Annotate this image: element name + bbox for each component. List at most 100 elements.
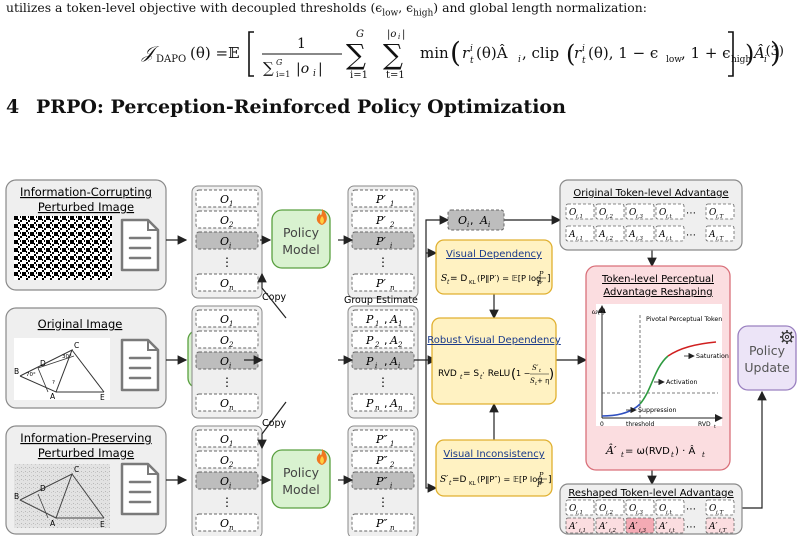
token-cell	[195, 273, 259, 292]
svg-text:threshold: threshold	[626, 421, 654, 428]
svg-text:i,T: i,T	[716, 236, 724, 242]
svg-text:A: A	[708, 230, 716, 240]
svg-text:i: i	[398, 33, 400, 41]
advantage-cell	[705, 225, 735, 242]
advantage-cell	[625, 517, 655, 534]
svg-text:,: ,	[384, 397, 388, 410]
svg-text:1: 1	[398, 320, 402, 328]
svg-text:P: P	[365, 334, 374, 347]
gear-icon	[780, 330, 794, 344]
svg-text:C: C	[74, 465, 79, 474]
distribution-group-top: P′1P′2P′i⋮P′n	[347, 185, 419, 299]
svg-text:⋯: ⋯	[686, 522, 696, 533]
svg-text:2: 2	[389, 461, 395, 469]
svg-text:P: P	[538, 471, 544, 479]
svg-text:, clip: , clip	[522, 44, 559, 62]
svg-text:i: i	[390, 242, 392, 250]
svg-text:= ω(RVD: = ω(RVD	[625, 446, 670, 457]
svg-text:i,3: i,3	[636, 236, 644, 242]
svg-text:Activation: Activation	[666, 379, 698, 386]
advantage-cell	[565, 225, 595, 242]
svg-text:n: n	[390, 284, 395, 292]
svg-text:n: n	[398, 404, 403, 412]
svg-text:1: 1	[229, 440, 233, 448]
svg-text:A: A	[389, 334, 398, 347]
svg-text:i,1: i,1	[579, 528, 586, 534]
reshaping-plot: ω(·) Pivotal Perceptual Token Saturation…	[592, 304, 729, 430]
svg-text:O: O	[220, 313, 229, 326]
svg-text:O: O	[629, 208, 637, 218]
advantage-cell	[705, 203, 735, 220]
advantage-cell	[565, 499, 595, 516]
svg-text:A: A	[628, 230, 636, 240]
advantage-cell	[625, 225, 655, 242]
svg-text:P″: P″	[375, 454, 388, 467]
svg-text:A: A	[598, 230, 606, 240]
prpo-figure: Information-Corrupting Perturbed Image O…	[5, 179, 797, 536]
svg-text:O: O	[220, 277, 229, 290]
svg-text:⋮: ⋮	[377, 375, 389, 389]
svg-text:P″: P″	[375, 475, 388, 488]
fire-icon	[316, 449, 327, 465]
token-cell	[351, 351, 415, 370]
paragraph-text-1: utilizes a token-level objective with de…	[6, 0, 383, 15]
advantage-cell	[625, 499, 655, 516]
eq-sum-2: ∑	[383, 38, 403, 71]
svg-text:i=1: i=1	[350, 70, 368, 81]
svg-text:O: O	[220, 235, 229, 248]
paragraph-text-2: ) and global length normalization:	[433, 0, 647, 15]
svg-text:t=1: t=1	[386, 70, 405, 81]
copy-label-bottom: Copy	[262, 418, 286, 429]
svg-text:Perturbed Image: Perturbed Image	[38, 446, 134, 460]
svg-text:A′: A′	[598, 522, 608, 532]
svg-text:]: ]	[547, 274, 551, 284]
svg-text:): )	[770, 36, 781, 69]
svg-text:Policy: Policy	[283, 465, 320, 480]
svg-text:i: i	[582, 44, 585, 54]
svg-text:0: 0	[600, 421, 604, 428]
svg-text:,: ,	[470, 214, 474, 227]
svg-text:i,1: i,1	[576, 510, 583, 516]
eq-frac-num: 1	[297, 36, 306, 52]
policy-update-box: Policy Update	[737, 325, 797, 391]
eq-sum-1: ∑	[346, 38, 366, 71]
svg-text:i: i	[764, 55, 767, 65]
svg-text:P′: P′	[375, 193, 386, 206]
robust-visual-dependency-box: Robust Visual Dependency RVD t = S t · R…	[427, 317, 561, 405]
copy-label-top: Copy	[262, 292, 286, 303]
svg-text:t: t	[460, 374, 463, 381]
svg-text:O: O	[659, 208, 667, 218]
equation-number: (3)	[765, 44, 784, 59]
svg-text:Information-Corrupting: Information-Corrupting	[20, 185, 152, 199]
svg-text:Saturation: Saturation	[696, 353, 729, 360]
token-cell	[351, 450, 415, 469]
svg-text:P: P	[538, 270, 544, 278]
svg-text:(P‖P″) = 𝔼[P log: (P‖P″) = 𝔼[P log	[477, 474, 543, 484]
svg-text:(θ)Â: (θ)Â	[476, 44, 508, 62]
svg-text:P: P	[365, 313, 374, 326]
token-cell	[195, 189, 259, 208]
svg-text:⋮: ⋮	[221, 495, 233, 509]
advantage-reshaping-panel: Token-level Perceptual Advantage Reshapi…	[585, 265, 731, 471]
svg-text:i,3: i,3	[639, 528, 647, 534]
svg-text:A′: A′	[628, 522, 638, 532]
svg-text:P′: P′	[375, 277, 386, 290]
token-cell	[351, 273, 415, 292]
svg-text:Update: Update	[744, 360, 790, 375]
advantage-cell	[655, 499, 685, 516]
svg-text:|o: |o	[296, 61, 309, 77]
eq-lhs-arg: (θ) =𝔼	[190, 44, 240, 62]
svg-text:i,T: i,T	[719, 528, 727, 534]
svg-text:+ η: + η	[537, 377, 550, 385]
advantage-cell	[565, 203, 595, 220]
svg-text:Policy: Policy	[749, 343, 786, 358]
svg-text:A: A	[389, 313, 398, 326]
advantage-cell	[705, 517, 735, 534]
svg-text:t: t	[449, 480, 452, 487]
svg-text:Information-Preserving: Information-Preserving	[20, 431, 151, 445]
svg-text:Perturbed Image: Perturbed Image	[38, 200, 134, 214]
